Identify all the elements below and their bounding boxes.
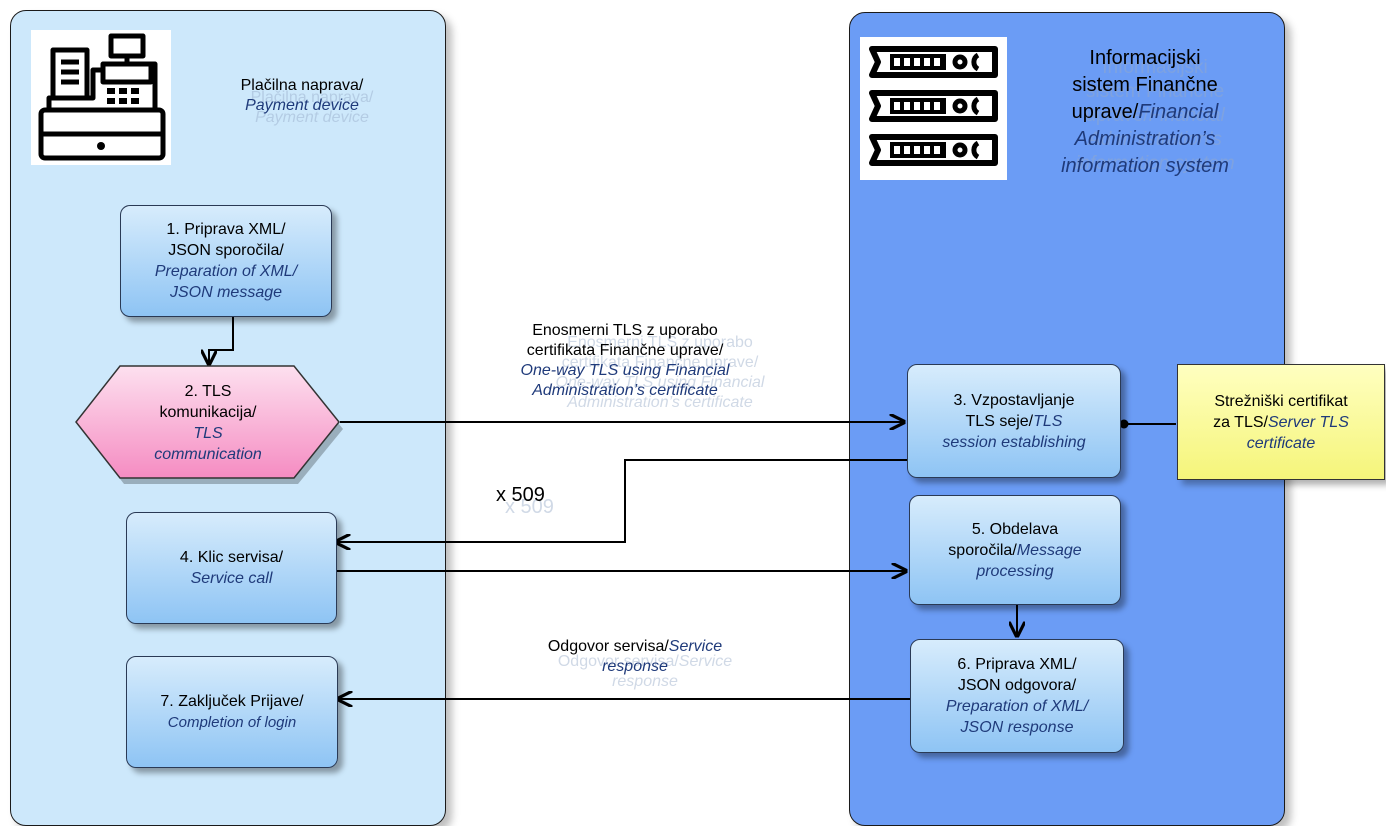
cash-register-icon — [31, 30, 171, 165]
step-1-prepare-message: 1. Priprava XML/ JSON sporočila/ Prepara… — [120, 205, 332, 317]
x509-label: x 509 — [496, 484, 545, 506]
hexagon-shape — [75, 365, 343, 484]
arrow-3-to-4 — [336, 459, 1120, 542]
server-rack-icon — [860, 37, 1007, 180]
step-2-tls-communication: 2. TLS komunikacija/ TLS communication — [74, 364, 343, 484]
step-4-service-call: 4. Klic servisa/ Service call — [126, 512, 337, 624]
step-3-tls-session: 3. Vzpostavljanje TLS seje/TLS session e… — [907, 364, 1121, 478]
tls-connection-label: Enosmerni TLS z uporabo certifikata Fina… — [520, 322, 730, 399]
step-7-completion-of-login: 7. Zaključek Prijave/ Completion of logi… — [126, 656, 338, 768]
right-lane-title: Informacijski sistem Finančne uprave/Fin… — [1061, 47, 1229, 177]
server-tls-certificate: Strežniški certifikat za TLS/Server TLS … — [1177, 364, 1385, 480]
service-response-label: Odgovor servisa/Service response — [547, 638, 723, 675]
arrow-1-to-2 — [209, 317, 234, 364]
step-6-prepare-response: 6. Priprava XML/ JSON odgovora/ Preparat… — [910, 639, 1124, 753]
left-lane-title: Plačilna naprava/ Payment device — [212, 76, 392, 116]
step-5-message-processing: 5. Obdelava sporočila/Message processing — [909, 495, 1121, 605]
left-title-sl: Plačilna naprava/ — [240, 77, 364, 94]
certificate-link-dot — [1119, 419, 1129, 429]
left-title-en: Payment device — [245, 97, 359, 114]
